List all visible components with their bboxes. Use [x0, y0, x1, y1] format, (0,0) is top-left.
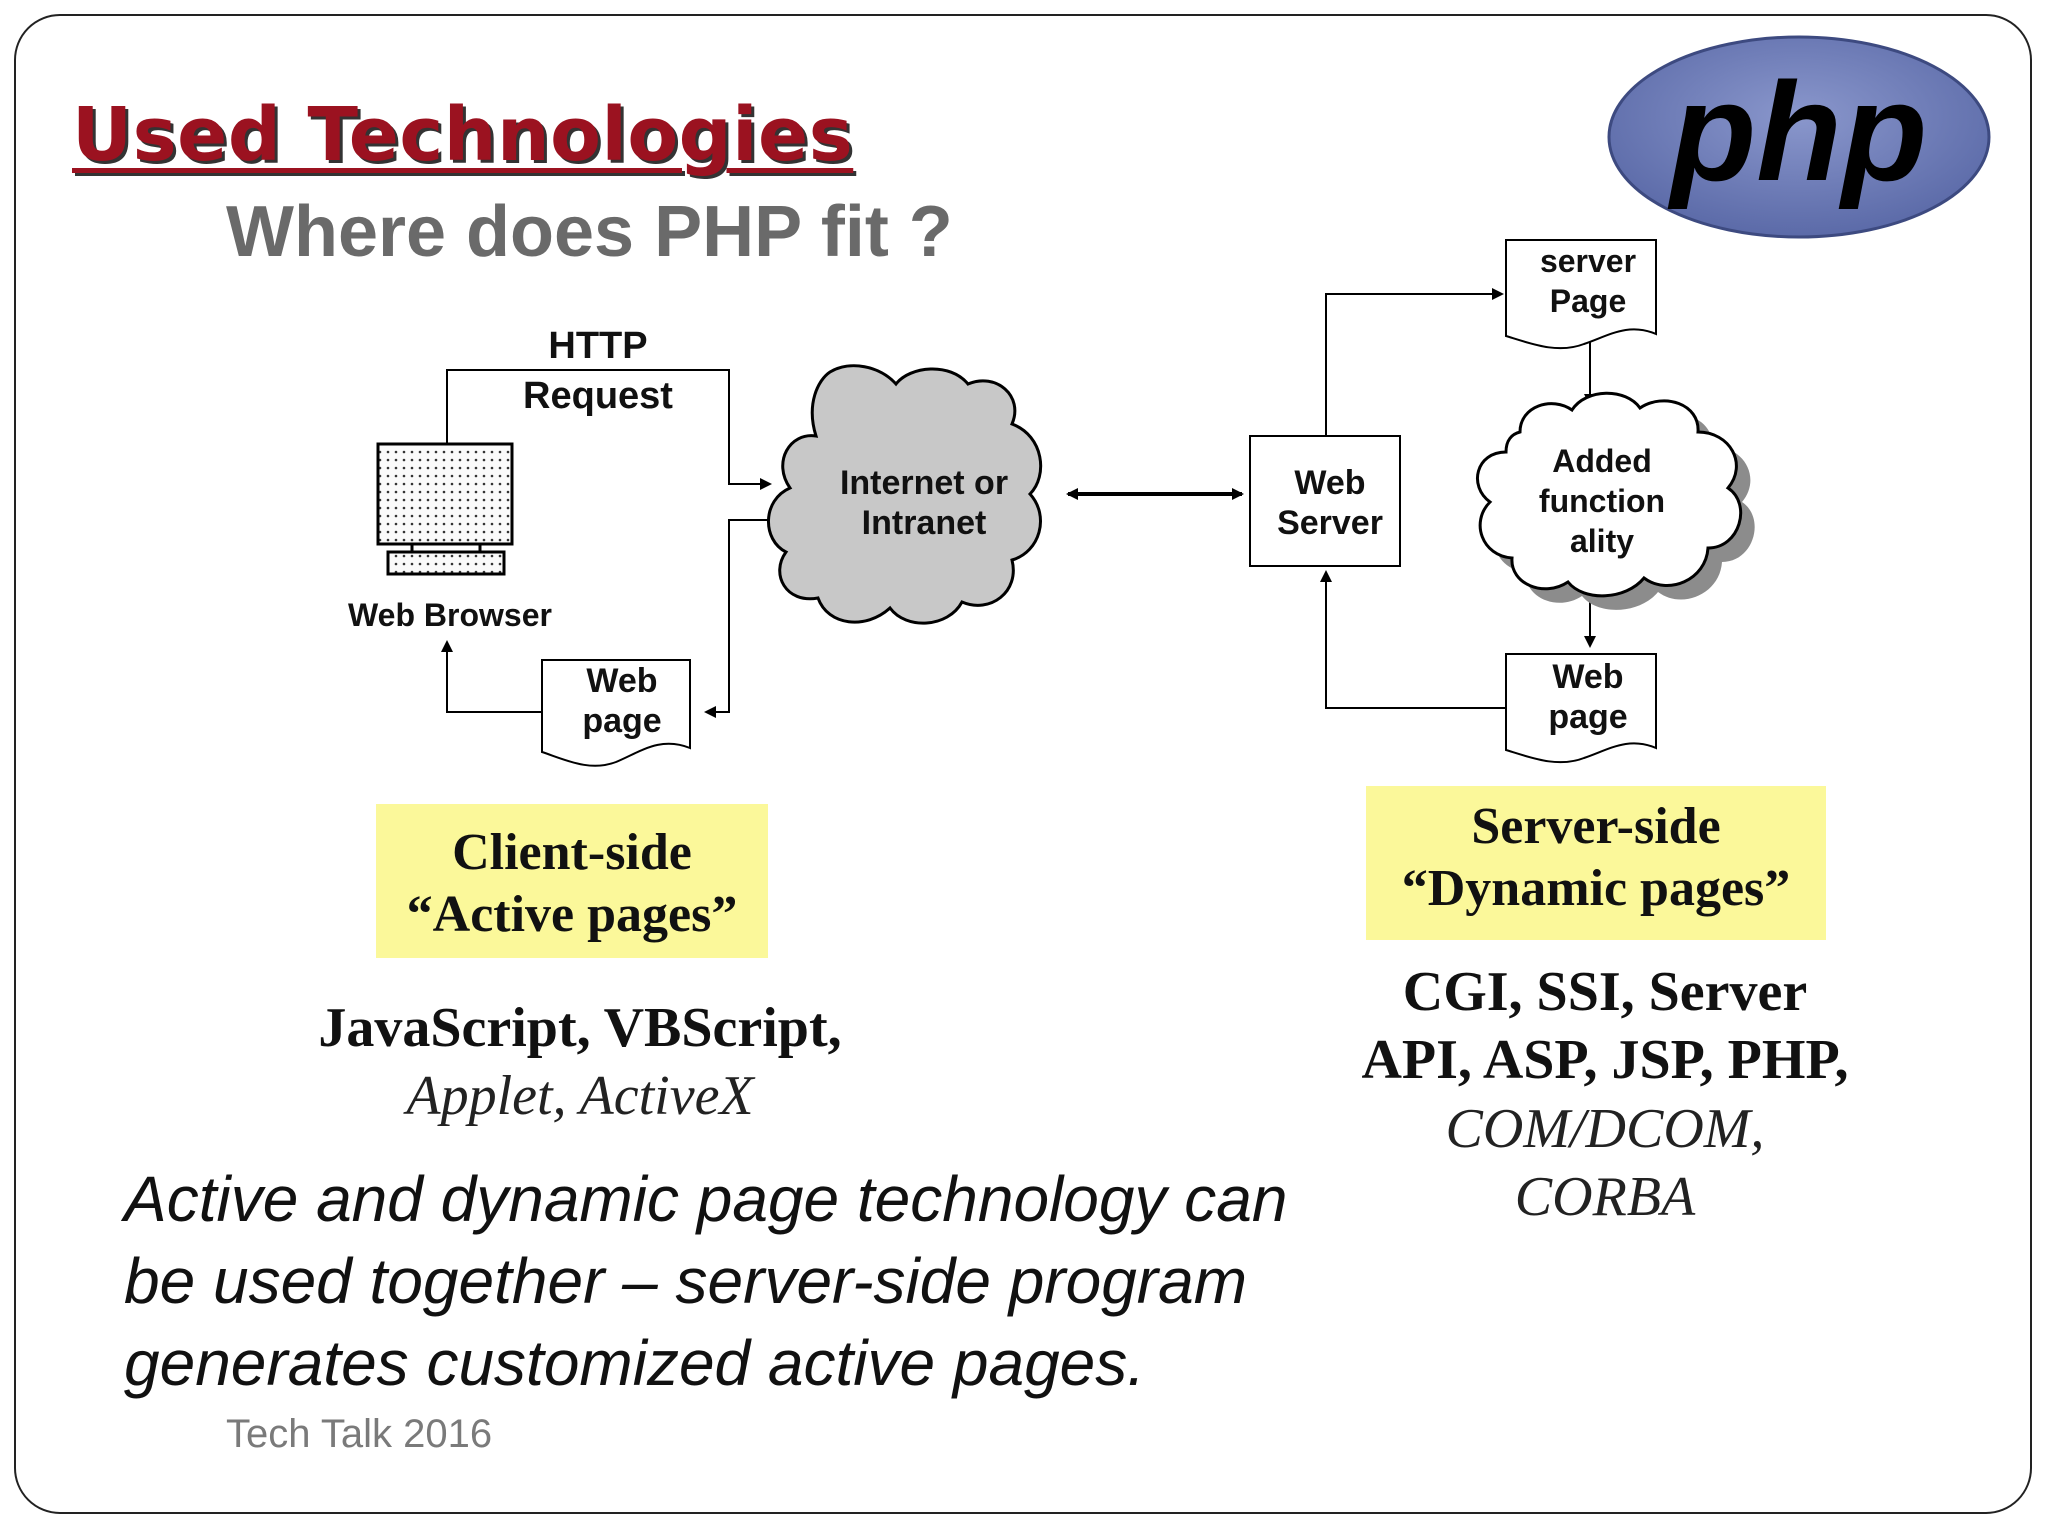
added-functionality-line1: Added — [1552, 443, 1652, 479]
webpage-to-server-arrow — [1320, 570, 1506, 709]
client-side-label-line2: “Active pages” — [406, 886, 738, 944]
client-web-page-doc — [541, 659, 691, 767]
client-side-label: Client-side “Active pages” — [376, 804, 768, 958]
web-server-box — [1249, 435, 1401, 567]
php-logo: php — [1607, 35, 1991, 239]
response-arrow — [704, 519, 790, 718]
web-browser-label: Web Browser — [348, 597, 552, 633]
server-side-label-line2: “Dynamic pages” — [1401, 860, 1791, 918]
server-tech-bold-2: API, ASP, JSP, PHP, — [1361, 1029, 1849, 1092]
connector-lines — [441, 288, 1596, 718]
server-page-line1: server — [1540, 243, 1636, 279]
client-tech-italic: Applet, ActiveX — [406, 1065, 754, 1128]
http-request-arrow — [446, 369, 772, 490]
summary-statement: Active and dynamic page technology can b… — [124, 1163, 1288, 1399]
slide-footer: Tech Talk 2016 — [226, 1412, 493, 1456]
server-tech-italic-2: CORBA — [1514, 1165, 1696, 1228]
server-web-page-line1: Web — [1552, 658, 1623, 696]
server-web-page-doc — [1505, 653, 1657, 764]
web-server-label-line2: Server — [1277, 504, 1383, 542]
server-page-line2: Page — [1550, 283, 1626, 319]
added-functionality-line3: ality — [1570, 523, 1634, 559]
server-side-label-line1: Server-side — [1471, 798, 1721, 855]
internet-cloud — [767, 364, 1043, 625]
server-web-page-line2: page — [1548, 698, 1627, 736]
client-tech-bold: JavaScript, VBScript, — [318, 997, 842, 1059]
server-technologies: CGI, SSI, Server API, ASP, JSP, PHP, COM… — [1290, 958, 1920, 1231]
internet-label-line2: Intranet — [862, 504, 987, 542]
server-tech-italic-1: COM/DCOM, — [1445, 1097, 1765, 1160]
server-page-doc — [1505, 239, 1657, 350]
http-label-line2: Request — [523, 375, 673, 417]
internet-label-line1: Internet or — [840, 464, 1008, 502]
client-web-page-line2: page — [582, 702, 661, 740]
added-functionality-line2: function — [1539, 483, 1665, 519]
php-logo-oval — [1607, 35, 1991, 239]
added-functionality-cloud — [1475, 391, 1755, 610]
slide-frame — [14, 14, 2032, 1514]
server-tech-bold-1: CGI, SSI, Server — [1402, 961, 1808, 1023]
page-to-browser-arrow — [441, 640, 542, 713]
php-logo-text: php — [1667, 53, 1928, 210]
server-to-page-arrow — [1325, 288, 1504, 436]
client-technologies: JavaScript, VBScript, Applet, ActiveX — [240, 994, 920, 1131]
slide-subtitle: Where does PHP fit ? — [226, 192, 953, 272]
client-web-page-line1: Web — [586, 662, 657, 700]
web-browser-icon — [376, 442, 514, 576]
http-label-line1: HTTP — [548, 325, 647, 367]
slide-title: Used Technologies — [72, 92, 854, 178]
client-side-label-line1: Client-side — [452, 824, 692, 881]
server-side-label: Server-side “Dynamic pages” — [1366, 786, 1826, 940]
web-server-label-line1: Web — [1294, 464, 1365, 502]
